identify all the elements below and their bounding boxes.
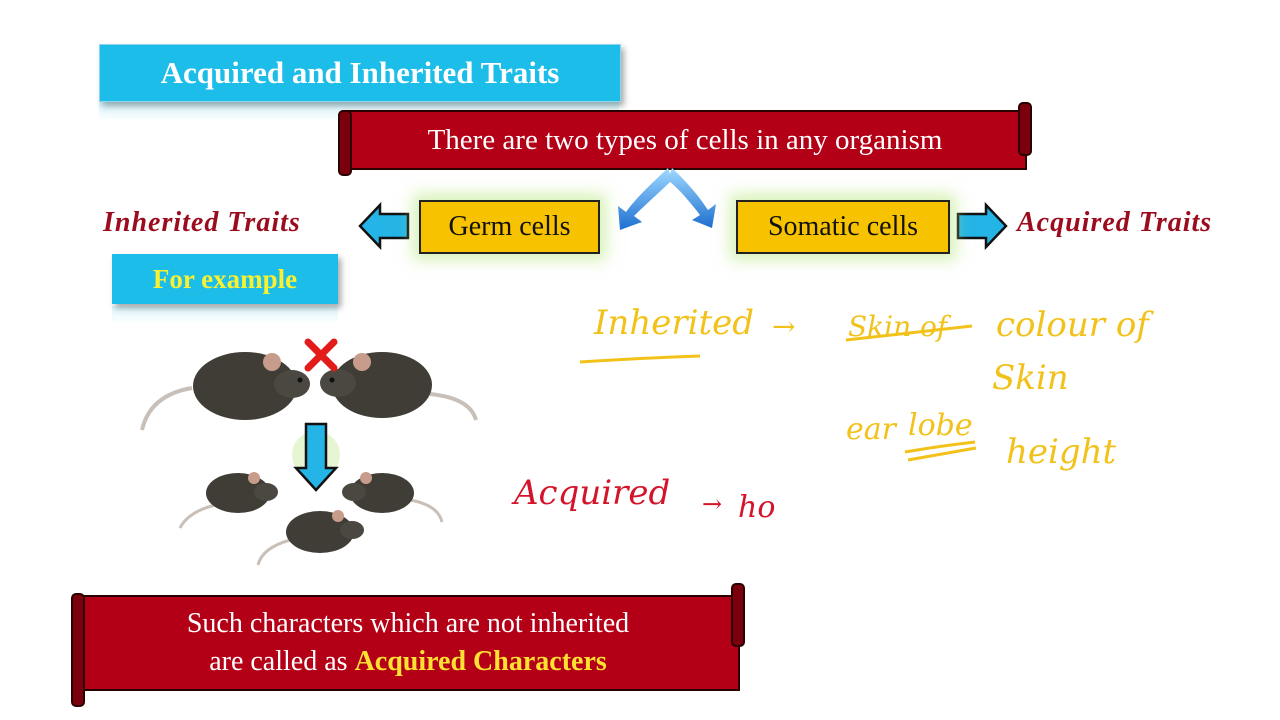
cells-banner: There are two types of cells in any orga… <box>338 102 1032 176</box>
scroll-roll-right <box>1018 102 1032 156</box>
scroll-roll-right <box>731 583 745 647</box>
left-arrow-icon <box>358 201 410 251</box>
note-inherited: Inherited <box>594 303 755 343</box>
somatic-cells-box: Somatic cells <box>736 200 950 254</box>
definition-text: Such characters which are not inherited … <box>187 605 629 681</box>
for-example-box: For example <box>112 254 338 304</box>
note-acquired: Acquired <box>514 473 671 513</box>
note-height: height <box>1006 432 1117 472</box>
acquired-definition-banner: Such characters which are not inherited … <box>71 583 745 707</box>
slide-title: Acquired and Inherited Traits <box>99 44 621 102</box>
example-reflection <box>112 306 338 324</box>
right-arrow-icon <box>956 201 1008 251</box>
note-skin: Skin <box>992 358 1069 398</box>
note-struck-text: Skin of <box>848 310 948 343</box>
rat-pair-icon <box>140 352 478 431</box>
note-arrow-2: → <box>702 490 723 518</box>
note-colour-of: colour of <box>996 305 1149 345</box>
down-arrow-icon <box>292 422 340 492</box>
scroll-roll-left <box>71 593 85 707</box>
note-arrow-1: → <box>772 310 796 343</box>
handwritten-marks <box>579 324 977 462</box>
split-arrow-icon <box>618 168 716 230</box>
note-lobe: lobe <box>908 408 973 443</box>
rat-offspring-icon <box>178 472 444 566</box>
scroll-roll-left <box>338 110 352 176</box>
note-ho: ho <box>738 490 776 525</box>
inherited-traits-label: Inherited Traits <box>103 207 301 238</box>
germ-cells-box: Germ cells <box>419 200 600 254</box>
cells-banner-text: There are two types of cells in any orga… <box>427 123 943 156</box>
definition-prefix: are called as <box>209 646 355 677</box>
acquired-traits-label: Acquired Traits <box>1017 207 1213 238</box>
definition-line-2: are called as Acquired Characters <box>187 643 629 681</box>
acquired-characters-highlight: Acquired Characters <box>354 646 607 677</box>
cross-icon <box>304 338 338 372</box>
definition-line-1: Such characters which are not inherited <box>186 608 630 640</box>
note-ear: ear <box>846 412 896 447</box>
